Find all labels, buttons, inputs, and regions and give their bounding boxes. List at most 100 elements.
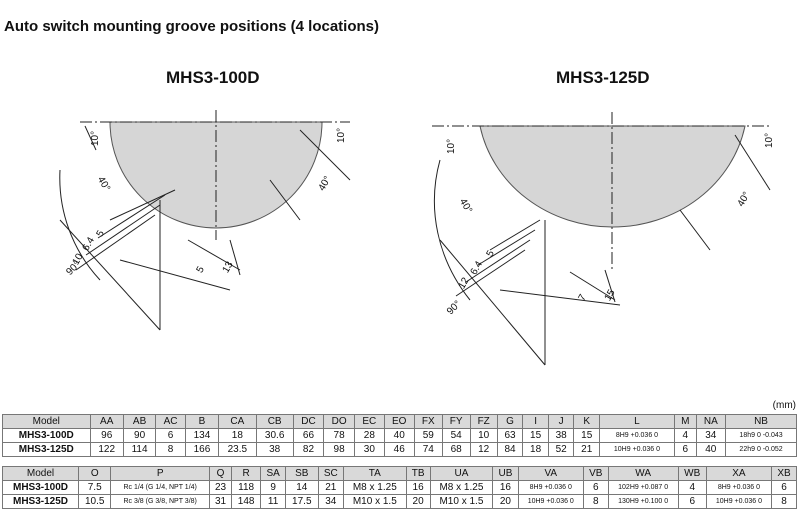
header-cell: VA bbox=[517, 466, 584, 481]
value-cell: 63 bbox=[496, 428, 524, 443]
header-cell: FZ bbox=[469, 414, 498, 429]
value-cell: 9 bbox=[260, 480, 287, 495]
value-cell: 46 bbox=[383, 442, 415, 457]
value-cell: 10H9 +0.036 0 bbox=[598, 442, 675, 457]
value-cell: 38 bbox=[255, 442, 294, 457]
value-cell: 38 bbox=[547, 428, 575, 443]
value-cell: 10 bbox=[469, 428, 498, 443]
value-cell: 34 bbox=[695, 428, 727, 443]
header-cell: AA bbox=[89, 414, 124, 429]
value-cell: 23 bbox=[208, 480, 233, 495]
value-cell: 12 bbox=[469, 442, 498, 457]
dim-100d-7: 6.4 bbox=[81, 235, 98, 253]
header-cell: FX bbox=[413, 414, 443, 429]
value-cell: 21 bbox=[573, 442, 600, 457]
value-cell: 134 bbox=[184, 428, 220, 443]
header-cell: FY bbox=[441, 414, 471, 429]
value-cell: 23.5 bbox=[218, 442, 257, 457]
value-cell: 6 bbox=[673, 442, 697, 457]
header-cell: XB bbox=[770, 466, 798, 481]
value-cell: 68 bbox=[441, 442, 471, 457]
dim-100d-10: 13 bbox=[221, 259, 236, 275]
header-cell: UB bbox=[492, 466, 519, 481]
value-cell: 34 bbox=[317, 494, 345, 509]
value-cell: 66 bbox=[292, 428, 325, 443]
value-cell: 30.6 bbox=[255, 428, 294, 443]
value-cell: 4 bbox=[677, 480, 707, 495]
table-row: MHS3-100D 96 90 6 134 18 30.6 66 78 28 4… bbox=[2, 428, 797, 443]
header-cell: NA bbox=[695, 414, 727, 429]
groove-drawings: 10° 10° 40° 40° 90° 5 6.4 10 5 13 10° 10… bbox=[59, 110, 775, 366]
value-cell: 84 bbox=[496, 442, 524, 457]
value-cell: 8H9 +0.036 0 bbox=[598, 428, 675, 443]
header-cell: SC bbox=[317, 466, 345, 481]
value-cell: 16 bbox=[492, 480, 519, 495]
table-header-row: Model O P Q R SA SB SC TA TB UA UB VA VB… bbox=[2, 466, 798, 481]
header-cell: B bbox=[184, 414, 220, 429]
dim-100d-9: 5 bbox=[195, 264, 208, 275]
value-cell: Rc 1/4 (G 1/4, NPT 1/4) bbox=[110, 480, 210, 495]
dim-125d-5: 90° bbox=[445, 299, 463, 317]
header-cell: EO bbox=[383, 414, 415, 429]
header-cell: Model bbox=[2, 466, 79, 481]
value-cell: 130H9 +0.100 0 bbox=[607, 494, 679, 509]
model-cell: MHS3-125D bbox=[2, 442, 91, 457]
header-cell: J bbox=[547, 414, 575, 429]
header-cell: EC bbox=[354, 414, 385, 429]
value-cell: M10 x 1.5 bbox=[429, 494, 494, 509]
value-cell: 6 bbox=[770, 480, 798, 495]
dim-125d-10: 15 bbox=[603, 287, 618, 303]
header-cell: VB bbox=[582, 466, 609, 481]
value-cell: 8H9 +0.036 0 bbox=[705, 480, 772, 495]
table-row: MHS3-100D 7.5 Rc 1/4 (G 1/4, NPT 1/4) 23… bbox=[2, 480, 798, 495]
value-cell: 31 bbox=[208, 494, 233, 509]
value-cell: 148 bbox=[231, 494, 262, 509]
spec-table-2: Model O P Q R SA SB SC TA TB UA UB VA VB… bbox=[2, 466, 798, 509]
header-cell: WA bbox=[607, 466, 679, 481]
value-cell: 10H9 +0.036 0 bbox=[705, 494, 772, 509]
value-cell: M8 x 1.25 bbox=[343, 480, 407, 495]
drawing-100d bbox=[59, 110, 351, 331]
value-cell: 30 bbox=[354, 442, 385, 457]
header-cell: NB bbox=[725, 414, 797, 429]
value-cell: 8 bbox=[155, 442, 186, 457]
value-cell: 166 bbox=[184, 442, 220, 457]
value-cell: 6 bbox=[155, 428, 186, 443]
header-cell: CB bbox=[255, 414, 294, 429]
value-cell: M10 x 1.5 bbox=[343, 494, 407, 509]
value-cell: 59 bbox=[413, 428, 443, 443]
table-row: MHS3-125D 122 114 8 166 23.5 38 82 98 30… bbox=[2, 442, 797, 457]
value-cell: 118 bbox=[231, 480, 262, 495]
spec-table-1: Model AA AB AC B CA CB DC DO EC EO FX FY… bbox=[2, 414, 797, 457]
table-row: MHS3-125D 10.5 Rc 3/8 (G 3/8, NPT 3/8) 3… bbox=[2, 494, 798, 509]
value-cell: 22h9 0 -0.052 bbox=[725, 442, 797, 457]
dim-125d-4: 40° bbox=[736, 190, 753, 209]
value-cell: 8 bbox=[770, 494, 798, 509]
value-cell: 40 bbox=[383, 428, 415, 443]
dim-125d-8: 12 bbox=[457, 275, 472, 291]
header-cell: R bbox=[231, 466, 262, 481]
value-cell: 20 bbox=[492, 494, 519, 509]
header-cell: G bbox=[496, 414, 524, 429]
value-cell: 102H9 +0.087 0 bbox=[607, 480, 679, 495]
header-cell: L bbox=[598, 414, 675, 429]
drawing-125d bbox=[432, 112, 771, 366]
value-cell: 4 bbox=[673, 428, 697, 443]
unit-label: (mm) bbox=[772, 400, 796, 411]
value-cell: 18 bbox=[218, 428, 257, 443]
header-cell: XA bbox=[705, 466, 772, 481]
value-cell: 10.5 bbox=[77, 494, 112, 509]
dim-125d-2: 10° bbox=[764, 133, 775, 148]
value-cell: 17.5 bbox=[285, 494, 319, 509]
value-cell: 16 bbox=[405, 480, 431, 495]
page-title: Auto switch mounting groove positions (4… bbox=[4, 18, 379, 35]
header-cell: TA bbox=[343, 466, 407, 481]
value-cell: 14 bbox=[285, 480, 319, 495]
value-cell: 74 bbox=[413, 442, 443, 457]
value-cell: 82 bbox=[292, 442, 325, 457]
value-cell: 18 bbox=[522, 442, 549, 457]
value-cell: 18h9 0 -0.043 bbox=[725, 428, 797, 443]
dim-100d-6: 5 bbox=[95, 228, 108, 239]
value-cell: 8 bbox=[582, 494, 609, 509]
header-cell: TB bbox=[405, 466, 431, 481]
